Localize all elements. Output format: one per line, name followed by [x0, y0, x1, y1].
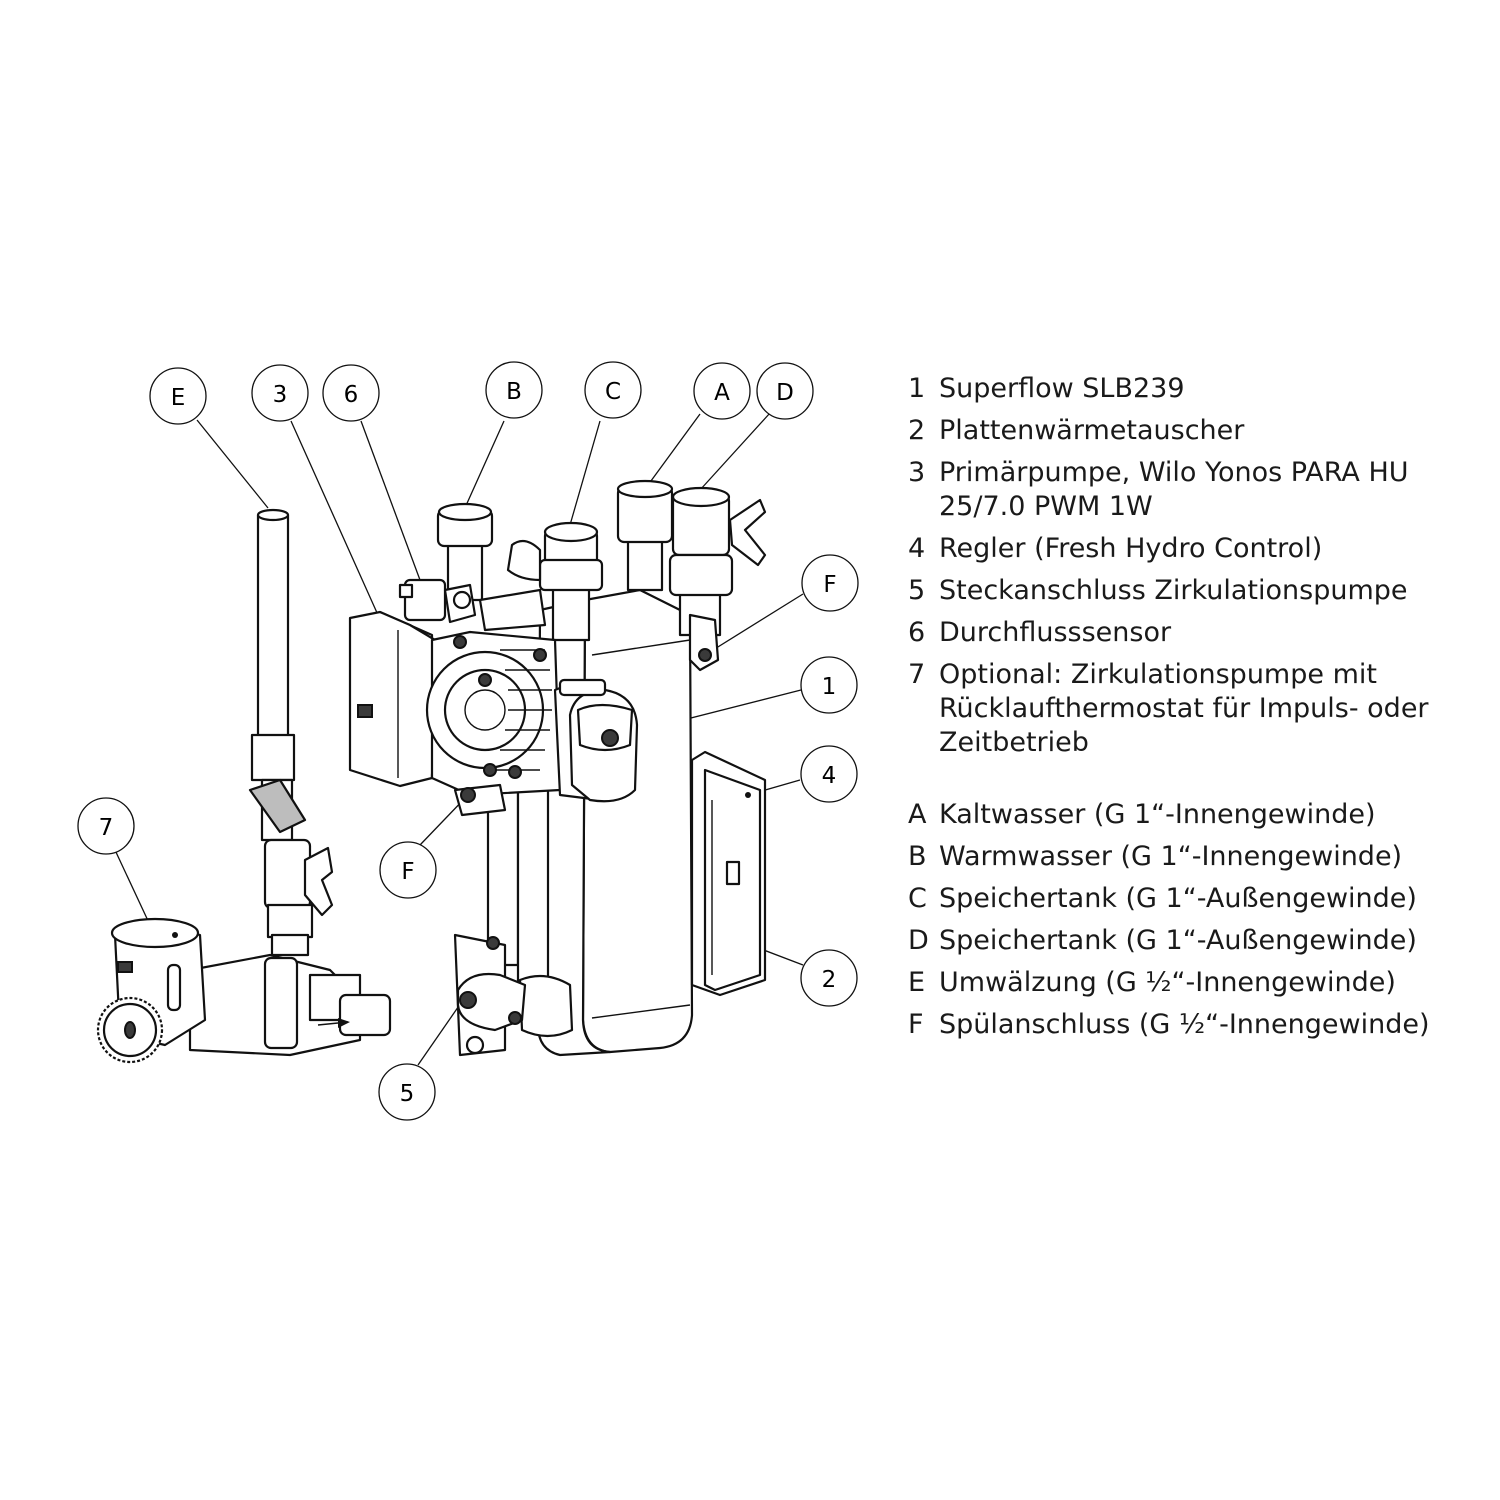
legend-text: Optional: Zirkulationspumpe mit Rücklauf… — [939, 659, 1429, 758]
legend-key: F — [908, 1009, 924, 1040]
controller-box — [690, 750, 767, 997]
callout-label: E — [171, 385, 186, 411]
callout-label: B — [506, 379, 522, 405]
callout-label: 2 — [822, 967, 837, 993]
legend-text: Spülanschluss (G ½“-Innengewinde) — [939, 1009, 1430, 1040]
legend-key: 7 — [908, 659, 926, 690]
legend-item: F Spülanschluss (G ½“-Innengewinde) — [908, 1004, 1478, 1046]
legend-item: D Speichertank (G 1“-Außengewinde) — [908, 920, 1478, 962]
callout-5: 5 — [378, 1063, 436, 1121]
callout-F-bottom: F — [379, 841, 437, 899]
legend-key: E — [908, 967, 926, 998]
legend-key: D — [908, 925, 929, 956]
callout-label: 5 — [400, 1081, 415, 1107]
legend-text: Kaltwasser (G 1“-Innengewinde) — [939, 799, 1376, 830]
legend-key: 2 — [908, 415, 926, 446]
callout-7: 7 — [77, 797, 135, 855]
legend-item: 1 Superflow SLB239 — [908, 368, 1478, 410]
legend-item: 6 Durchflusssensor — [908, 612, 1478, 654]
top-connections — [436, 479, 767, 672]
callout-3: 3 — [251, 364, 309, 422]
legend-item: B Warmwasser (G 1“-Innengewinde) — [908, 836, 1478, 878]
plug-connection — [453, 933, 527, 1057]
vertical-pipes — [486, 788, 574, 1038]
callout-label: F — [823, 572, 836, 598]
legend-item: 2 Plattenwärmetauscher — [908, 410, 1478, 452]
legend-item: 4 Regler (Fresh Hydro Control) — [908, 528, 1478, 570]
callout-label: 1 — [822, 674, 837, 700]
legend-key: B — [908, 841, 927, 872]
callout-label: 7 — [99, 815, 114, 841]
legend-item: 3 Primärpumpe, Wilo Yonos PARA HU 25/7.0 … — [908, 452, 1478, 528]
superflow-valve — [553, 678, 639, 803]
legend-text: Primärpumpe, Wilo Yonos PARA HU 25/7.0 P… — [939, 457, 1409, 522]
legend-text: Plattenwärmetauscher — [939, 415, 1245, 446]
legend-item: C Speichertank (G 1“-Außengewinde) — [908, 878, 1478, 920]
legend-text: Superflow SLB239 — [939, 373, 1185, 404]
callout-label: C — [605, 379, 621, 405]
callout-C: C — [584, 361, 642, 419]
legend-text: Regler (Fresh Hydro Control) — [939, 533, 1323, 564]
legend-key: 6 — [908, 617, 926, 648]
legend-key: 4 — [908, 533, 926, 564]
legend-key: 3 — [908, 457, 926, 488]
callout-label: 3 — [273, 382, 288, 408]
legend-lettered-connections: A Kaltwasser (G 1“-Innengewinde) B Warmwas… — [908, 794, 1478, 1046]
callout-6: 6 — [322, 364, 380, 422]
callout-D: D — [756, 362, 814, 420]
legend-text: Durchflusssensor — [939, 617, 1172, 648]
legend-item: A Kaltwasser (G 1“-Innengewinde) — [908, 794, 1478, 836]
callout-label: F — [401, 859, 414, 885]
legend-key: 5 — [908, 575, 926, 606]
callout-label: A — [714, 380, 730, 406]
legend-key: A — [908, 799, 927, 830]
callout-B: B — [485, 361, 543, 419]
callout-E: E — [149, 367, 207, 425]
legend-text: Speichertank (G 1“-Außengewinde) — [939, 925, 1417, 956]
legend-key: 1 — [908, 373, 926, 404]
callout-F-top: F — [801, 554, 859, 612]
circulation-pump — [96, 917, 392, 1064]
legend-item: 7 Optional: Zirkulationspumpe mit Rücklau… — [908, 654, 1478, 764]
legend-item: E Umwälzung (G ½“-Innengewinde) — [908, 962, 1478, 1004]
callout-label: D — [776, 380, 794, 406]
primary-pump — [348, 610, 562, 817]
callout-label: 4 — [822, 763, 837, 789]
callout-1: 1 — [800, 656, 858, 714]
legend-item: 5 Steckanschluss Zirkulationspumpe — [908, 570, 1478, 612]
callout-2: 2 — [800, 949, 858, 1007]
legend-key: C — [908, 883, 927, 914]
callout-4: 4 — [800, 745, 858, 803]
circulation-pipe — [248, 508, 334, 957]
legend-text: Warmwasser (G 1“-Innengewinde) — [939, 841, 1403, 872]
flow-sensor — [398, 578, 547, 632]
callout-label: 6 — [344, 382, 359, 408]
legend-text: Umwälzung (G ½“-Innengewinde) — [939, 967, 1396, 998]
callout-A: A — [693, 362, 751, 420]
legend-text: Speichertank (G 1“-Außengewinde) — [939, 883, 1417, 914]
legend-text: Steckanschluss Zirkulationspumpe — [939, 575, 1408, 606]
